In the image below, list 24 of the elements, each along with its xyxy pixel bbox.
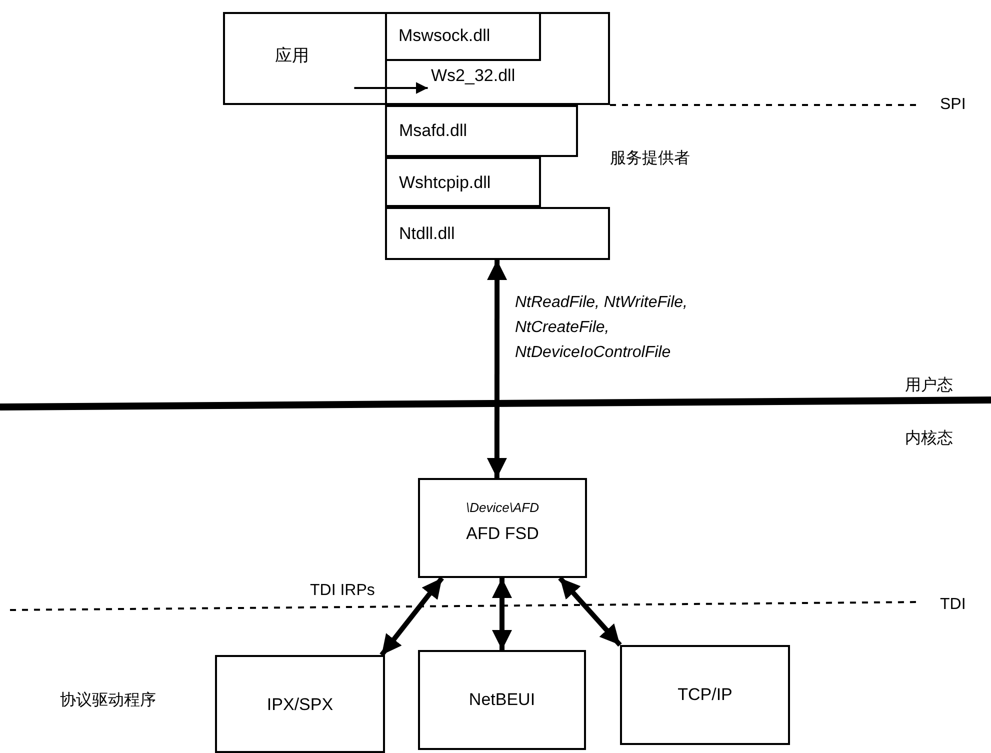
protocol-box	[620, 645, 790, 745]
application-box	[223, 12, 387, 105]
box-label: Wshtcpip.dll	[399, 173, 491, 193]
annotation-label: TDI	[940, 596, 966, 614]
arrow	[380, 576, 444, 657]
protocol-box	[418, 650, 586, 750]
box-label: Ws2_32.dll	[431, 66, 516, 86]
arrow	[558, 576, 622, 647]
arrow	[354, 82, 428, 94]
protocol-box	[215, 655, 385, 753]
arrow	[486, 260, 508, 478]
annotation-label: 内核态	[905, 428, 953, 449]
annotation-label: 服务提供者	[610, 148, 690, 169]
module-box	[385, 105, 578, 157]
module-box	[384, 12, 540, 60]
annotation-label: 协议驱动程序	[60, 690, 156, 711]
arrow	[492, 578, 512, 650]
module-box	[385, 207, 610, 260]
module-box	[385, 157, 541, 207]
annotation-label: 用户态	[905, 376, 953, 396]
module-box	[385, 12, 610, 105]
driver-box	[418, 478, 587, 578]
device-path: \Device\AFD	[466, 500, 539, 515]
annotation-label: SPI	[940, 96, 966, 114]
